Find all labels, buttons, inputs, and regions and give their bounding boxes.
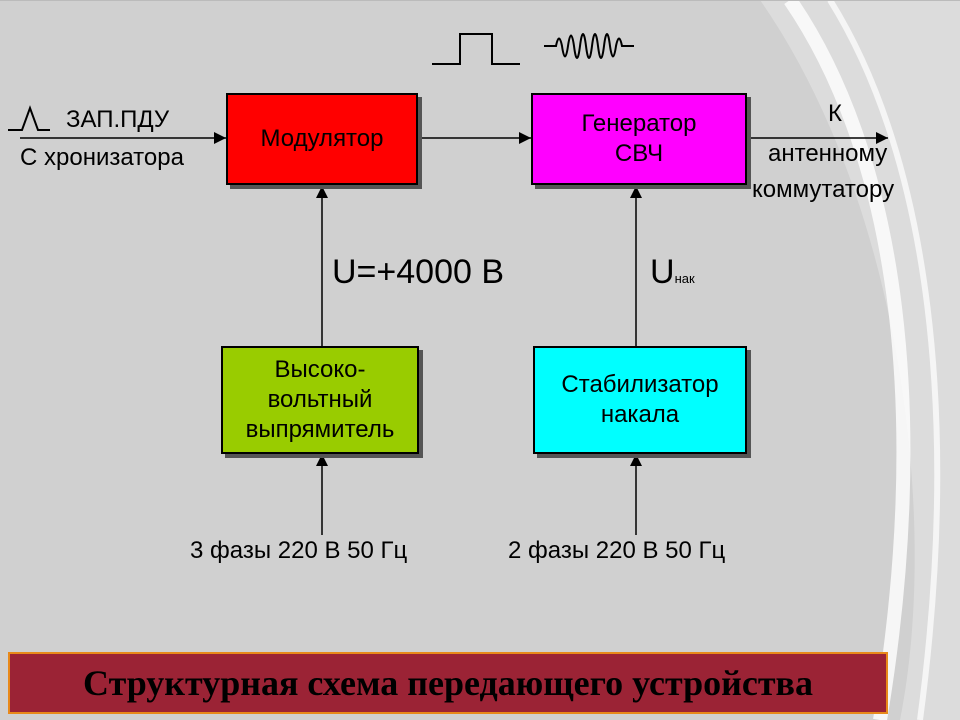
supply-label-three-phase: 3 фазы 220 В 50 Гц: [190, 537, 408, 564]
sync-pulse-icon: [8, 105, 50, 131]
heater-stabilizer-label: Стабилизатор накала: [561, 371, 719, 428]
heater-voltage-label: Uнак: [650, 252, 695, 292]
output-label-line3: коммутатору: [752, 176, 895, 203]
modulator-block: Модулятор: [226, 93, 418, 185]
hv-rectifier-block: Высоко- вольтный выпрямитель: [221, 346, 419, 454]
rect-pulse-icon: [432, 33, 520, 65]
high-voltage-label: U=+4000 В: [332, 253, 505, 291]
heater-stabilizer-block: Стабилизатор накала: [533, 346, 747, 454]
modulator-label: Модулятор: [260, 125, 384, 152]
output-label-line1: К: [828, 100, 842, 127]
slide-title-bar: Структурная схема передающего устройства: [8, 652, 888, 714]
hv-rectifier-label: Высоко- вольтный выпрямитель: [245, 356, 395, 443]
heater-voltage-main: U: [650, 253, 675, 291]
output-label-line2: антенному: [768, 140, 888, 167]
supply-label-two-phase: 2 фазы 220 В 50 Гц: [508, 537, 726, 564]
rf-burst-icon: [544, 33, 634, 59]
microwave-generator-label: Генератор СВЧ: [581, 110, 697, 167]
microwave-generator-block: Генератор СВЧ: [531, 93, 747, 185]
heater-voltage-subscript: нак: [674, 271, 695, 286]
input-label-zap-pdu: ЗАП.ПДУ: [66, 106, 170, 133]
input-label-from-synchronizer: С хронизатора: [20, 144, 184, 171]
slide-title: Структурная схема передающего устройства: [83, 663, 813, 703]
